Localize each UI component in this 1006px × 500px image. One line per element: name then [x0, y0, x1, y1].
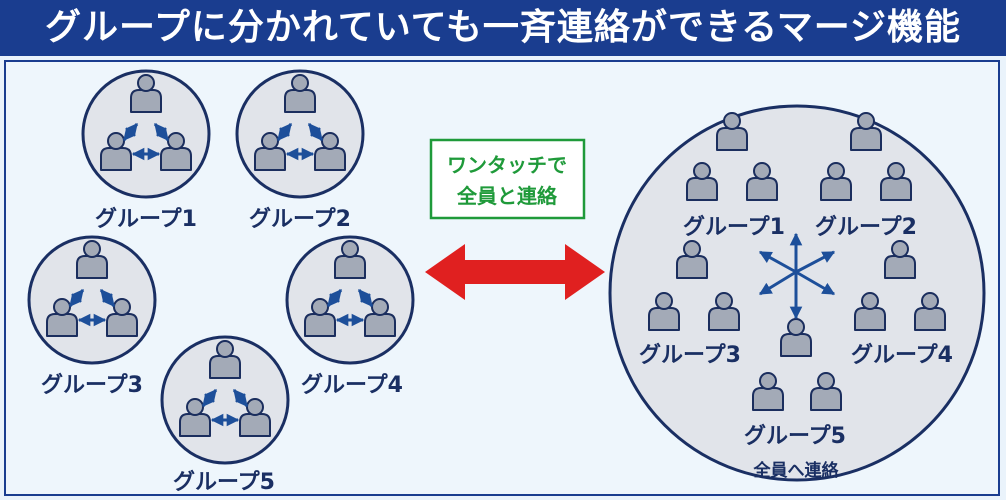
person-icon — [780, 318, 812, 357]
person-icon — [100, 132, 132, 171]
merged-label-group-3: グループ3 — [639, 342, 741, 368]
link-arrow-left — [201, 389, 218, 407]
person-icon — [854, 292, 886, 331]
person-icon — [239, 398, 271, 437]
link-arrow-right — [232, 389, 249, 407]
person-icon — [716, 112, 748, 151]
person-icon — [810, 372, 842, 411]
link-arrow-left — [326, 289, 343, 307]
link-arrow-left — [68, 289, 85, 307]
person-icon — [160, 132, 192, 171]
merged-label-group-4: グループ4 — [851, 342, 953, 368]
link-arrow-right — [153, 123, 170, 141]
person-icon — [686, 162, 718, 201]
person-icon — [304, 298, 336, 337]
callout-line-2: 全員と連絡 — [456, 184, 558, 208]
person-icon — [284, 74, 316, 113]
page-title: グループに分かれていても一斉連絡ができるマージ機能 — [44, 7, 961, 48]
person-icon — [314, 132, 346, 171]
person-icon — [648, 292, 680, 331]
merge-double-arrow — [425, 244, 605, 300]
person-icon — [676, 240, 708, 279]
merged-group: グループ1 グループ2 グループ3 グループ4 グループ5 全員へ連絡 — [608, 104, 986, 482]
person-icon — [914, 292, 946, 331]
group-4-members — [304, 240, 396, 337]
title-banner: グループに分かれていても一斉連絡ができるマージ機能 — [0, 0, 1006, 56]
person-icon — [752, 372, 784, 411]
merged-label-group-1: グループ1 — [683, 214, 785, 240]
person-icon — [179, 398, 211, 437]
person-icon — [820, 162, 852, 201]
person-icon — [254, 132, 286, 171]
broadcast-arrows — [758, 232, 836, 320]
group-3-members — [46, 240, 138, 337]
person-icon — [884, 240, 916, 279]
person-icon — [880, 162, 912, 201]
merged-members — [648, 112, 946, 411]
person-icon — [850, 112, 882, 151]
merged-label-group-2: グループ2 — [815, 214, 917, 240]
broadcast-arrow-lower-right — [795, 270, 836, 296]
person-icon — [334, 240, 366, 279]
broadcast-arrow-lower-left — [758, 270, 797, 296]
link-arrow-right — [357, 289, 374, 307]
person-icon — [46, 298, 78, 337]
callout-line-1: ワンタッチで — [447, 153, 567, 177]
link-arrow-left — [276, 123, 293, 141]
group-3-label: グループ3 — [41, 372, 143, 398]
link-arrow-right — [99, 289, 116, 307]
one-touch-callout: ワンタッチで 全員と連絡 — [429, 138, 586, 220]
group-2: グループ2 — [235, 69, 365, 232]
callout-box — [429, 138, 586, 220]
merged-label-group-5: グループ5 — [744, 423, 846, 449]
merged-caption: 全員へ連絡 — [753, 460, 840, 481]
link-arrow-left — [122, 123, 139, 141]
broadcast-arrow-upper-left — [758, 250, 797, 274]
group-5: グループ5 — [160, 335, 290, 495]
person-icon — [130, 74, 162, 113]
person-icon — [708, 292, 740, 331]
person-icon — [746, 162, 778, 201]
group-1-members — [100, 74, 192, 171]
link-arrow-right — [307, 123, 324, 141]
group-1: グループ1 — [81, 69, 211, 232]
person-icon — [76, 240, 108, 279]
person-icon — [209, 340, 241, 379]
group-5-members — [179, 340, 271, 437]
person-icon — [364, 298, 396, 337]
group-5-label: グループ5 — [173, 469, 275, 495]
broadcast-arrow-upper-right — [795, 250, 836, 274]
group-1-label: グループ1 — [95, 206, 197, 232]
group-4-label: グループ4 — [301, 372, 403, 398]
group-2-label: グループ2 — [249, 206, 351, 232]
group-2-members — [254, 74, 346, 171]
group-3: グループ3 — [27, 235, 157, 398]
person-icon — [106, 298, 138, 337]
group-4: グループ4 — [285, 235, 415, 398]
